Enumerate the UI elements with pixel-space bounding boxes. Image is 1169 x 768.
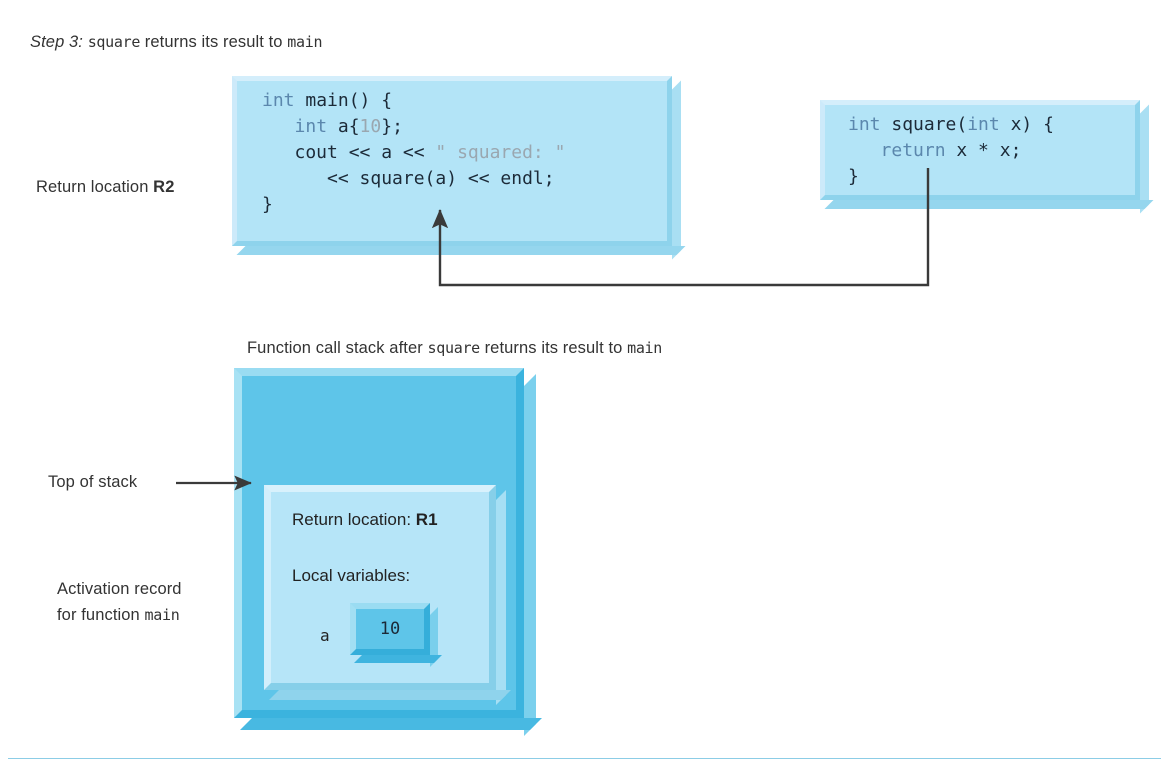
square-code-box-shadow-right	[1140, 104, 1149, 214]
square-code-line1-end: x) {	[999, 114, 1054, 135]
variable-value-box: 10	[350, 603, 442, 667]
square-code-text: int square(int x) { return x * x; }	[848, 112, 1054, 190]
bottom-divider	[8, 758, 1161, 759]
variable-value: 10	[379, 619, 401, 639]
stack-caption-before: Function call stack after	[247, 339, 428, 357]
step-caption-text: returns its result to	[140, 33, 288, 51]
top-of-stack-label: Top of stack	[48, 473, 138, 491]
main-code-box-shadow-bottom	[236, 246, 686, 255]
activation-record-label-mono-main: main	[144, 606, 180, 624]
main-code-kw-int: int	[262, 90, 295, 111]
stack-shadow-right	[524, 374, 536, 736]
stack-caption-mono-square: square	[427, 339, 481, 357]
square-code-line1-rest: square(	[880, 114, 968, 135]
main-code-line1-rest: main() {	[294, 90, 393, 111]
step-caption: Step 3: square returns its result to mai…	[30, 33, 323, 52]
activation-record-label-line2: for function main	[57, 606, 180, 625]
square-code-kw-int: int	[848, 114, 881, 135]
return-location-text: Return location	[36, 178, 154, 196]
variable-value-box-shadow-bottom	[354, 655, 442, 663]
stack-caption-mono-main: main	[627, 339, 663, 357]
step-label: Step 3:	[30, 33, 83, 51]
record-return-location-value: R1	[415, 510, 438, 529]
variable-value-box-face: 10	[350, 603, 430, 655]
stack-caption: Function call stack after square returns…	[247, 339, 662, 358]
main-code-line4: << square(a) << endl;	[262, 168, 555, 189]
square-code-kw-return: return	[880, 140, 946, 161]
square-code-kw-int-2: int	[967, 114, 1000, 135]
square-code-line2-rest: x * x;	[945, 140, 1022, 161]
activation-record-shadow-bottom	[269, 690, 511, 700]
square-code-line3: }	[848, 166, 859, 187]
record-return-location-text: Return location:	[292, 510, 416, 529]
activation-record-label-text: for function	[57, 606, 145, 624]
main-code-box-shadow-right	[672, 80, 681, 260]
activation-record-label-line1: Activation record	[57, 580, 182, 598]
record-local-variables: Local variables:	[292, 566, 411, 585]
square-code-box-shadow-bottom	[824, 200, 1154, 209]
main-code-line2-indent	[262, 116, 295, 137]
main-code-line2-end: };	[381, 116, 403, 137]
square-code-line2-indent	[848, 140, 881, 161]
main-code-kw-int-2: int	[294, 116, 328, 137]
return-location-r2-label: Return location R2	[36, 178, 174, 197]
main-code-line3: cout << a <<	[262, 142, 436, 163]
activation-record-shadow-right	[496, 490, 506, 705]
step-caption-mono-square: square	[87, 33, 141, 51]
step-caption-mono-main: main	[287, 33, 323, 51]
main-code-literal-10: 10	[359, 116, 382, 137]
main-code-string: " squared: "	[435, 142, 566, 163]
main-code-text: int main() { int a{10}; cout << a << " s…	[262, 88, 565, 218]
record-variable-name: a	[320, 626, 330, 645]
return-location-value: R2	[153, 178, 175, 196]
main-code-box	[232, 76, 686, 260]
record-return-location: Return location: R1	[292, 510, 438, 530]
main-code-line5: }	[262, 194, 273, 215]
stack-caption-mid: returns its result to	[479, 339, 628, 357]
stack-shadow-bottom	[240, 718, 542, 730]
main-code-line2-a: a{	[327, 116, 360, 137]
